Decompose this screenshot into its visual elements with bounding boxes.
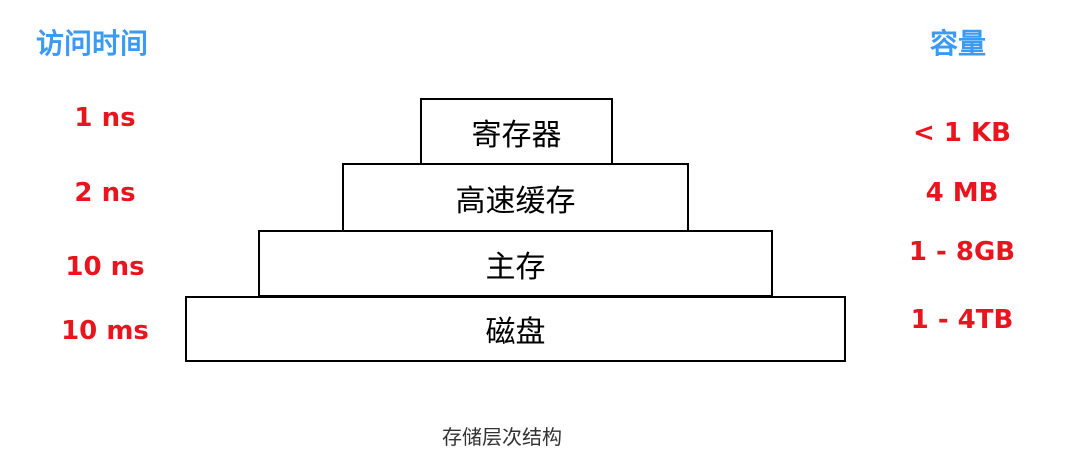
capacity-main-memory: 1 - 8GB — [908, 237, 1016, 267]
diagram-caption: 存储层次结构 — [442, 425, 562, 449]
access-time-cache: 2 ns — [74, 178, 136, 208]
level-disk-label: 磁盘 — [485, 315, 546, 350]
access-time-registers: 1 ns — [74, 103, 136, 133]
level-main-memory-label: 主存 — [485, 249, 546, 285]
capacity-disk: 1 - 4TB — [910, 305, 1014, 335]
capacity-header: 容量 — [930, 27, 987, 60]
capacity-cache: 4 MB — [925, 178, 999, 208]
level-main-memory: 主存 — [258, 230, 773, 297]
level-cache-label: 高速缓存 — [455, 183, 576, 219]
access-time-header: 访问时间 — [36, 27, 149, 60]
access-time-main-memory: 10 ns — [65, 252, 145, 282]
level-cache: 高速缓存 — [342, 163, 689, 232]
level-disk: 磁盘 — [185, 296, 846, 362]
access-time-disk: 10 ms — [61, 316, 149, 346]
level-registers: 寄存器 — [420, 98, 613, 165]
level-registers-label: 寄存器 — [471, 117, 562, 153]
capacity-registers: < 1 KB — [913, 118, 1011, 148]
